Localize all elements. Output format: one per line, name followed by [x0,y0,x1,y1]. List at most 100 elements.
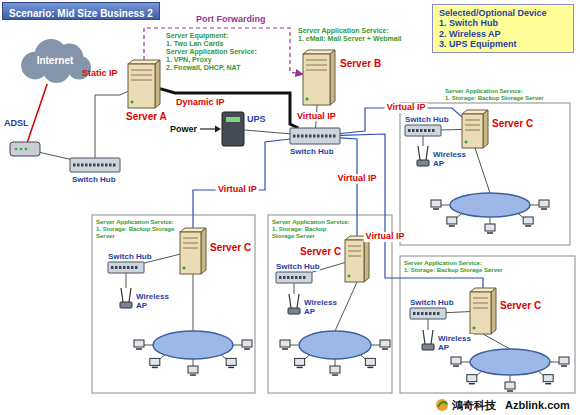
node-label: Switch Hub [405,115,449,124]
node-label: Switch Hub [108,252,152,261]
server-shape [180,228,206,274]
pc-base [561,365,567,367]
service-note: Server Application Service: [404,260,482,267]
pc-base [332,374,338,376]
pc-monitor [365,358,375,365]
connector [193,139,290,228]
server-icon [345,236,369,282]
node-label: Internet [37,55,74,67]
pc-base [190,374,196,376]
adsl-modem: ADSL [10,142,40,156]
diagram-title: Scenario: Mid Size Business 2 [9,8,153,19]
network-ring [470,349,550,375]
ip-label: Dynamic IP [176,97,225,107]
ring-links [193,148,510,349]
node-label: ADSL [4,118,29,128]
port-forwarding-label: Port Forwarding [196,14,266,24]
pc-monitor [188,366,198,373]
server-shape [462,110,488,148]
device-list-box: Selected/Optional Device1. Switch Hub2. … [432,4,574,53]
pc-base [433,208,439,210]
service-note: Server Application Service: [298,27,389,35]
power-line [200,128,215,129]
server: Server A [128,60,160,108]
ring-link [483,334,510,349]
logo-mark [436,399,448,411]
pc-base [244,348,250,350]
server-shape [470,288,496,334]
pc-monitor [150,358,160,365]
service-note: Server Equipment: [166,32,228,40]
server: Server C [470,288,496,334]
node-label: UPS [247,114,266,124]
pc-monitor [134,340,144,347]
connector [144,28,303,74]
service-note: 1. Storage: Backup Storage Server [272,226,350,240]
pc-base [507,390,513,392]
server: Server C [345,236,369,282]
ap-icon [417,146,429,166]
company-name: 鴻奇科技 [452,399,496,412]
ups-icon [222,112,244,146]
node-label: Switch Hub [410,298,454,307]
pc-monitor [539,200,549,207]
pc-monitor [467,375,477,382]
switch-hub: Switch Hub [410,308,446,319]
connector [95,91,128,158]
hub-shape [70,158,120,172]
ap-shape [119,288,133,308]
pc-base [282,348,288,350]
pc-monitor [447,217,457,224]
server-shape [303,50,335,105]
wireless-ap: Wireless AP [119,288,133,308]
wireless-ap: Wireless AP [421,330,435,350]
edge-label: Virtual IP [385,103,428,113]
pc-monitor [543,375,553,382]
connector [340,134,483,288]
modem-shape [10,142,40,156]
hub-shape [405,125,441,136]
modem-icon [10,142,40,156]
service-note: 1. Two Lan Cards [166,40,223,48]
list-item: 3. UPS Equipment [439,39,517,49]
pc-monitor [380,340,390,347]
service-note: 1. Storage: Backup Storage Server [445,95,544,102]
company-site: Azblink.com [505,399,570,412]
switch-hub: Switch Hub [70,158,120,172]
pc-base [382,348,388,350]
pc-base [525,225,531,227]
service-note: 1. VPN, Proxy [166,56,212,64]
subnet-region [92,215,255,393]
edge-label: Virtual IP [364,233,407,243]
pc-monitor [505,382,515,389]
server: Server C [462,110,488,148]
node-label: Wireless AP [433,150,469,168]
switch-hub: Switch Hub [108,262,144,273]
service-note: Server Application Service: [166,48,257,56]
ups-unit: UPS [222,112,244,146]
hub-icon [70,158,120,172]
edge-label: Virtual IP [336,174,379,184]
node-label: Server C [300,246,341,258]
server: Server C [180,228,206,274]
service-note: Server Application Service: [445,88,523,95]
node-label: Server C [492,118,533,130]
ups-shape [222,112,244,146]
pc-base [297,367,303,369]
network-ring [153,331,233,359]
hub-icon [290,128,340,144]
network-rings [153,193,550,375]
pc-monitor [559,357,569,364]
pc-base [449,225,455,227]
connector [428,319,429,330]
pc-base [469,383,475,385]
node-label: Switch Hub [276,262,320,271]
subnet-regions [92,103,575,393]
list-item: Selected/Optional Device [439,8,547,18]
power-arrow [200,126,221,133]
hub-shape [410,308,446,319]
pc-base [136,348,142,350]
ap-shape [416,146,430,166]
